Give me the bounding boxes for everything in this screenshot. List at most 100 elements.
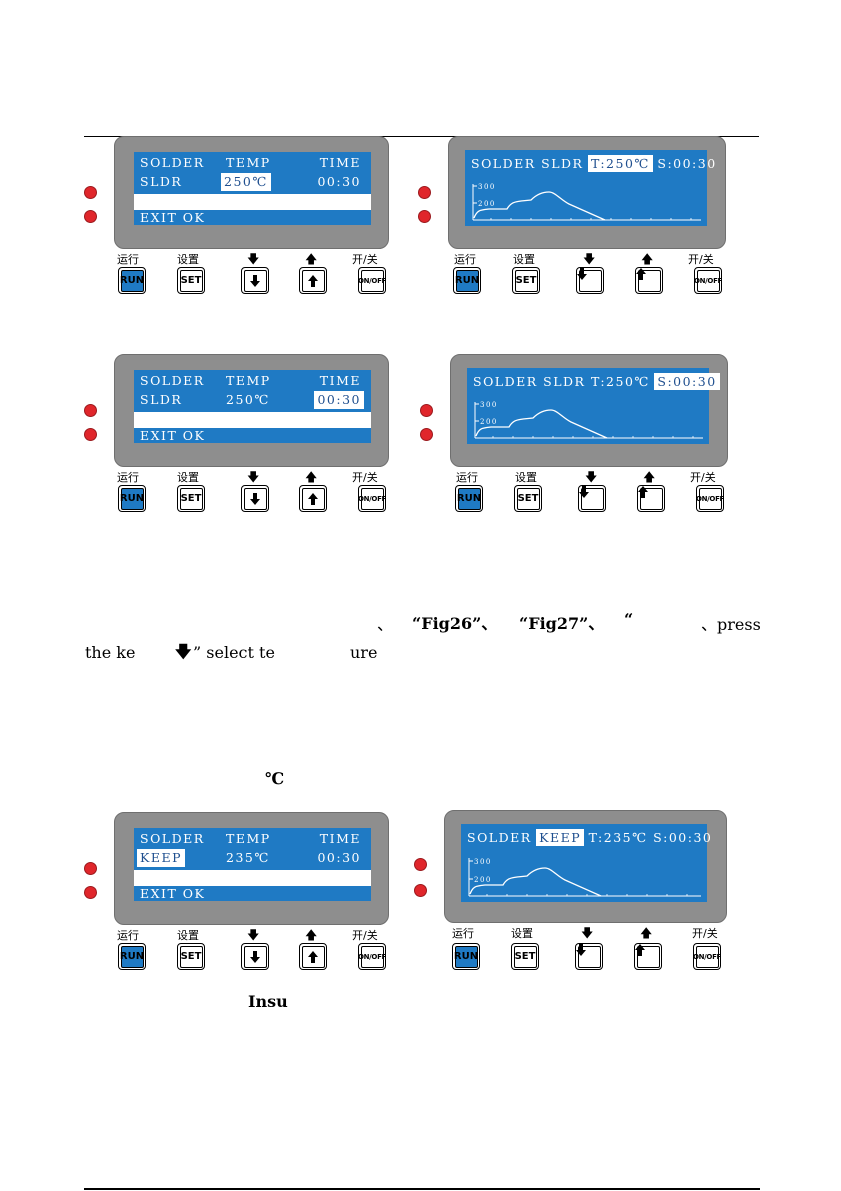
down-arrow-icon: 🡇 xyxy=(247,928,260,942)
power-button[interactable]: ON/OFF xyxy=(694,267,722,294)
header-rule xyxy=(84,136,759,137)
down-button[interactable] xyxy=(241,943,269,970)
power-cn-label: 开/关 xyxy=(352,253,378,266)
power-button[interactable]: ON/OFF xyxy=(358,943,386,970)
temp-value: 250℃ xyxy=(221,173,271,191)
graph-temp-label: T:250℃ xyxy=(587,155,653,172)
col-time: TIME xyxy=(319,155,361,170)
power-button[interactable]: ON/OFF xyxy=(358,485,386,512)
down-arrow-icon: 🡇 xyxy=(175,642,192,661)
controller-panel-fig-a: SOLDER TEMP TIME SLDR 250℃ 00:30 EXIT OK… xyxy=(84,136,414,306)
set-cn-label: 设置 xyxy=(515,471,537,484)
y-tick-low: 200 xyxy=(480,418,498,426)
down-arrow-icon xyxy=(243,269,267,292)
graph-temp-label: T:250℃ xyxy=(590,374,650,389)
mode-value: SLDR xyxy=(140,174,183,189)
set-cn-label: 设置 xyxy=(177,471,199,484)
power-cn-label: 开/关 xyxy=(352,471,378,484)
y-tick-low: 200 xyxy=(478,200,496,208)
power-button[interactable]: ON/OFF xyxy=(358,267,386,294)
time-value: 00:30 xyxy=(317,850,361,865)
run-cn-label: 运行 xyxy=(117,471,139,484)
up-button[interactable] xyxy=(635,267,663,294)
lcd-screen: SOLDER TEMP TIME SLDR 250℃ 00:30 EXIT OK xyxy=(134,152,371,225)
set-button[interactable]: SET xyxy=(177,943,205,970)
down-arrow-icon: 🡇 xyxy=(247,252,260,266)
down-button[interactable] xyxy=(575,943,603,970)
set-button[interactable]: SET xyxy=(177,485,205,512)
lcd-band xyxy=(134,870,371,886)
lcd-graph-screen: SOLDER KEEP T:235℃ S:00:30 300 200 xyxy=(461,824,711,902)
body-line2-a: the ke xyxy=(85,643,136,662)
set-button[interactable]: SET xyxy=(177,267,205,294)
lcd-screen: SOLDER TEMP TIME KEEP 235℃ 00:30 EXIT OK xyxy=(134,828,371,901)
run-button[interactable]: RUN xyxy=(453,267,481,294)
footer-rule xyxy=(84,1188,760,1190)
up-button[interactable] xyxy=(299,267,327,294)
up-button[interactable] xyxy=(299,943,327,970)
y-tick-high: 300 xyxy=(474,858,492,866)
down-arrow-icon: 🡇 xyxy=(247,470,260,484)
exit-ok-label: EXIT OK xyxy=(140,886,206,901)
power-button[interactable]: ON/OFF xyxy=(696,485,724,512)
power-cn-label: 开/关 xyxy=(690,471,716,484)
run-button[interactable]: RUN xyxy=(118,485,146,512)
up-arrow-icon: 🡅 xyxy=(640,926,653,940)
body-fragment: 、 xyxy=(377,615,394,634)
up-arrow-icon xyxy=(301,269,325,292)
run-cn-label: 运行 xyxy=(454,253,476,266)
profile-curve: 300 200 xyxy=(474,401,703,439)
up-button[interactable] xyxy=(637,485,665,512)
mode-value: KEEP xyxy=(137,849,185,867)
indicator-led xyxy=(414,858,427,871)
set-cn-label: 设置 xyxy=(177,253,199,266)
col-solder: SOLDER xyxy=(140,373,205,388)
up-arrow-icon: 🡅 xyxy=(305,252,318,266)
down-button[interactable] xyxy=(576,267,604,294)
graph-time-label: S:00:30 xyxy=(653,830,713,845)
run-button[interactable]: RUN xyxy=(452,943,480,970)
down-arrow-icon: 🡇 xyxy=(583,252,596,266)
lcd-graph-screen: SOLDER SLDR T:250℃ S:00:30 300 200 xyxy=(467,368,720,444)
time-value: 00:30 xyxy=(317,174,361,189)
indicator-led xyxy=(418,186,431,199)
graph-title: SOLDER xyxy=(467,830,532,845)
col-time: TIME xyxy=(319,373,361,388)
run-button[interactable]: RUN xyxy=(118,943,146,970)
lcd-band xyxy=(134,194,371,210)
run-cn-label: 运行 xyxy=(452,927,474,940)
down-button[interactable] xyxy=(578,485,606,512)
body-line2-c: ure xyxy=(350,643,378,662)
up-button[interactable] xyxy=(634,943,662,970)
body-degree: ℃ xyxy=(265,769,285,788)
run-button[interactable]: RUN xyxy=(118,267,146,294)
body-insu: Insu xyxy=(248,992,288,1011)
body-fig27-ref: “Fig27”、 xyxy=(519,614,605,633)
col-temp: TEMP xyxy=(226,155,271,170)
exit-ok-label: EXIT OK xyxy=(140,428,206,443)
y-tick-high: 300 xyxy=(478,183,496,191)
down-arrow-icon: 🡇 xyxy=(585,470,598,484)
down-arrow-icon xyxy=(579,486,604,510)
graph-temp-label: T:235℃ xyxy=(588,830,648,845)
set-button[interactable]: SET xyxy=(512,267,540,294)
time-value: 00:30 xyxy=(314,391,364,409)
temp-value: 250℃ xyxy=(226,392,270,407)
profile-curve: 300 200 xyxy=(468,858,701,897)
graph-title: SOLDER SLDR xyxy=(473,374,586,389)
power-button[interactable]: ON/OFF xyxy=(693,943,721,970)
down-button[interactable] xyxy=(241,267,269,294)
up-arrow-icon xyxy=(638,486,663,510)
indicator-led xyxy=(418,210,431,223)
set-button[interactable]: SET xyxy=(511,943,539,970)
y-tick-low: 200 xyxy=(474,876,492,884)
up-button[interactable] xyxy=(299,485,327,512)
set-cn-label: 设置 xyxy=(511,927,533,940)
indicator-led xyxy=(84,886,97,899)
col-time: TIME xyxy=(319,831,361,846)
run-button[interactable]: RUN xyxy=(455,485,483,512)
set-cn-label: 设置 xyxy=(177,929,199,942)
set-button[interactable]: SET xyxy=(514,485,542,512)
down-button[interactable] xyxy=(241,485,269,512)
col-solder: SOLDER xyxy=(140,155,205,170)
